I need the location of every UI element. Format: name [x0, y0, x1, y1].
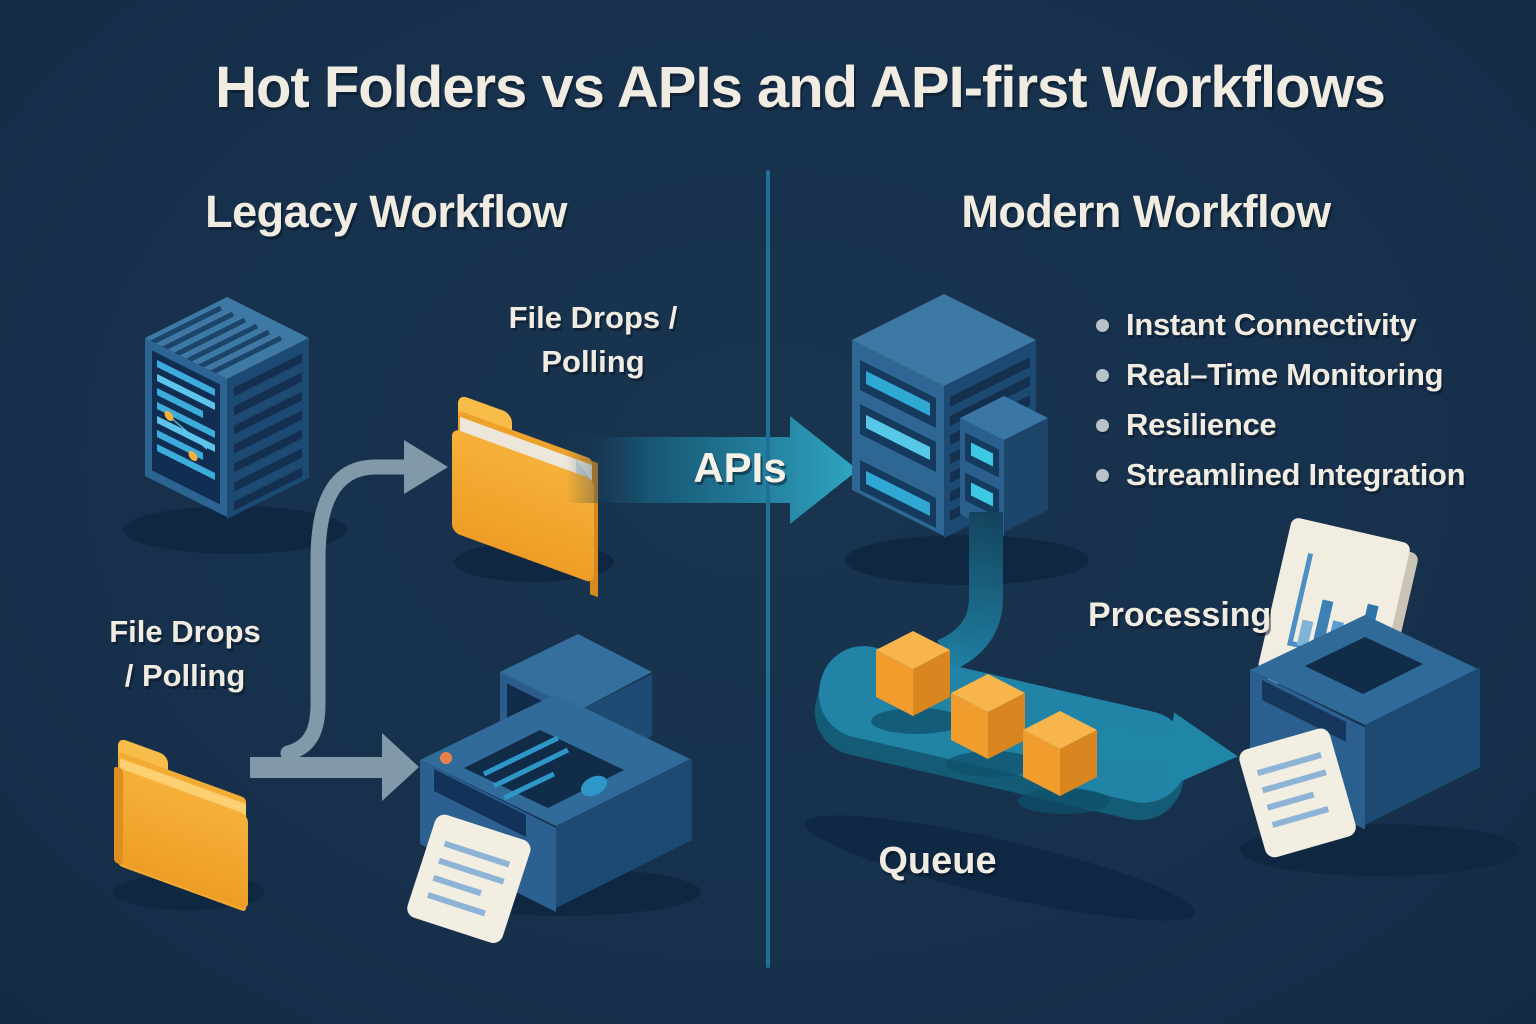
job-cube-icon — [1023, 711, 1097, 796]
list-item: Instant Connectivity — [1096, 300, 1465, 350]
benefit-label: Resilience — [1126, 407, 1277, 442]
list-item: Streamlined Integration — [1096, 450, 1466, 500]
hot-folder-top-icon — [452, 396, 614, 598]
queue-label: Queue — [878, 840, 997, 882]
server-to-queue-pipe-icon — [936, 512, 1003, 672]
top-folder-label-line2: Polling — [541, 344, 645, 379]
page-title: Hot Folders vs APIs and API-first Workfl… — [215, 55, 1386, 120]
job-cube-icon — [876, 631, 950, 716]
bullet-dot-icon — [1096, 418, 1109, 432]
apis-arrow-label: APIs — [693, 444, 787, 491]
benefit-label: Streamlined Integration — [1126, 457, 1466, 492]
printed-page-icon — [407, 814, 531, 944]
modern-workflow-heading: Modern Workflow — [961, 186, 1331, 237]
section-divider-line — [766, 170, 770, 968]
legacy-server-icon — [123, 297, 347, 554]
processing-label: Processing — [1088, 596, 1272, 634]
legacy-printer-icon — [407, 634, 701, 944]
bullet-dot-icon — [1096, 368, 1109, 382]
bullet-dot-icon — [1096, 468, 1109, 482]
modern-printer-icon — [1239, 518, 1520, 876]
benefit-label: Real–Time Monitoring — [1126, 357, 1444, 392]
bottom-folder-label-line2: / Polling — [124, 658, 246, 693]
legacy-straight-arrow-icon — [250, 733, 419, 801]
benefit-label: Instant Connectivity — [1126, 307, 1417, 342]
bottom-folder-label: File Drops / Polling — [60, 610, 310, 698]
bullet-dot-icon — [1096, 318, 1109, 332]
server-top-vents — [149, 305, 283, 376]
job-cube-icon — [951, 674, 1025, 759]
queue-to-printer-arrow-icon — [1096, 712, 1238, 789]
top-folder-label-line1: File Drops / — [508, 300, 678, 335]
modern-server-icon — [845, 294, 1089, 585]
legacy-curved-arrow-icon — [280, 440, 448, 761]
printed-page-icon — [1239, 728, 1356, 858]
apis-arrow-icon — [566, 416, 858, 524]
list-item: Resilience — [1096, 400, 1465, 450]
bottom-folder-label-line1: File Drops — [109, 614, 261, 649]
legacy-workflow-heading: Legacy Workflow — [205, 186, 567, 237]
hot-folder-bottom-icon — [113, 739, 265, 911]
queue-platform-icon — [805, 631, 1195, 921]
modern-benefits-list: Instant Connectivity Real–Time Monitorin… — [1096, 300, 1466, 500]
list-item: Real–Time Monitoring — [1096, 350, 1465, 400]
top-folder-label: File Drops / Polling — [468, 296, 718, 384]
